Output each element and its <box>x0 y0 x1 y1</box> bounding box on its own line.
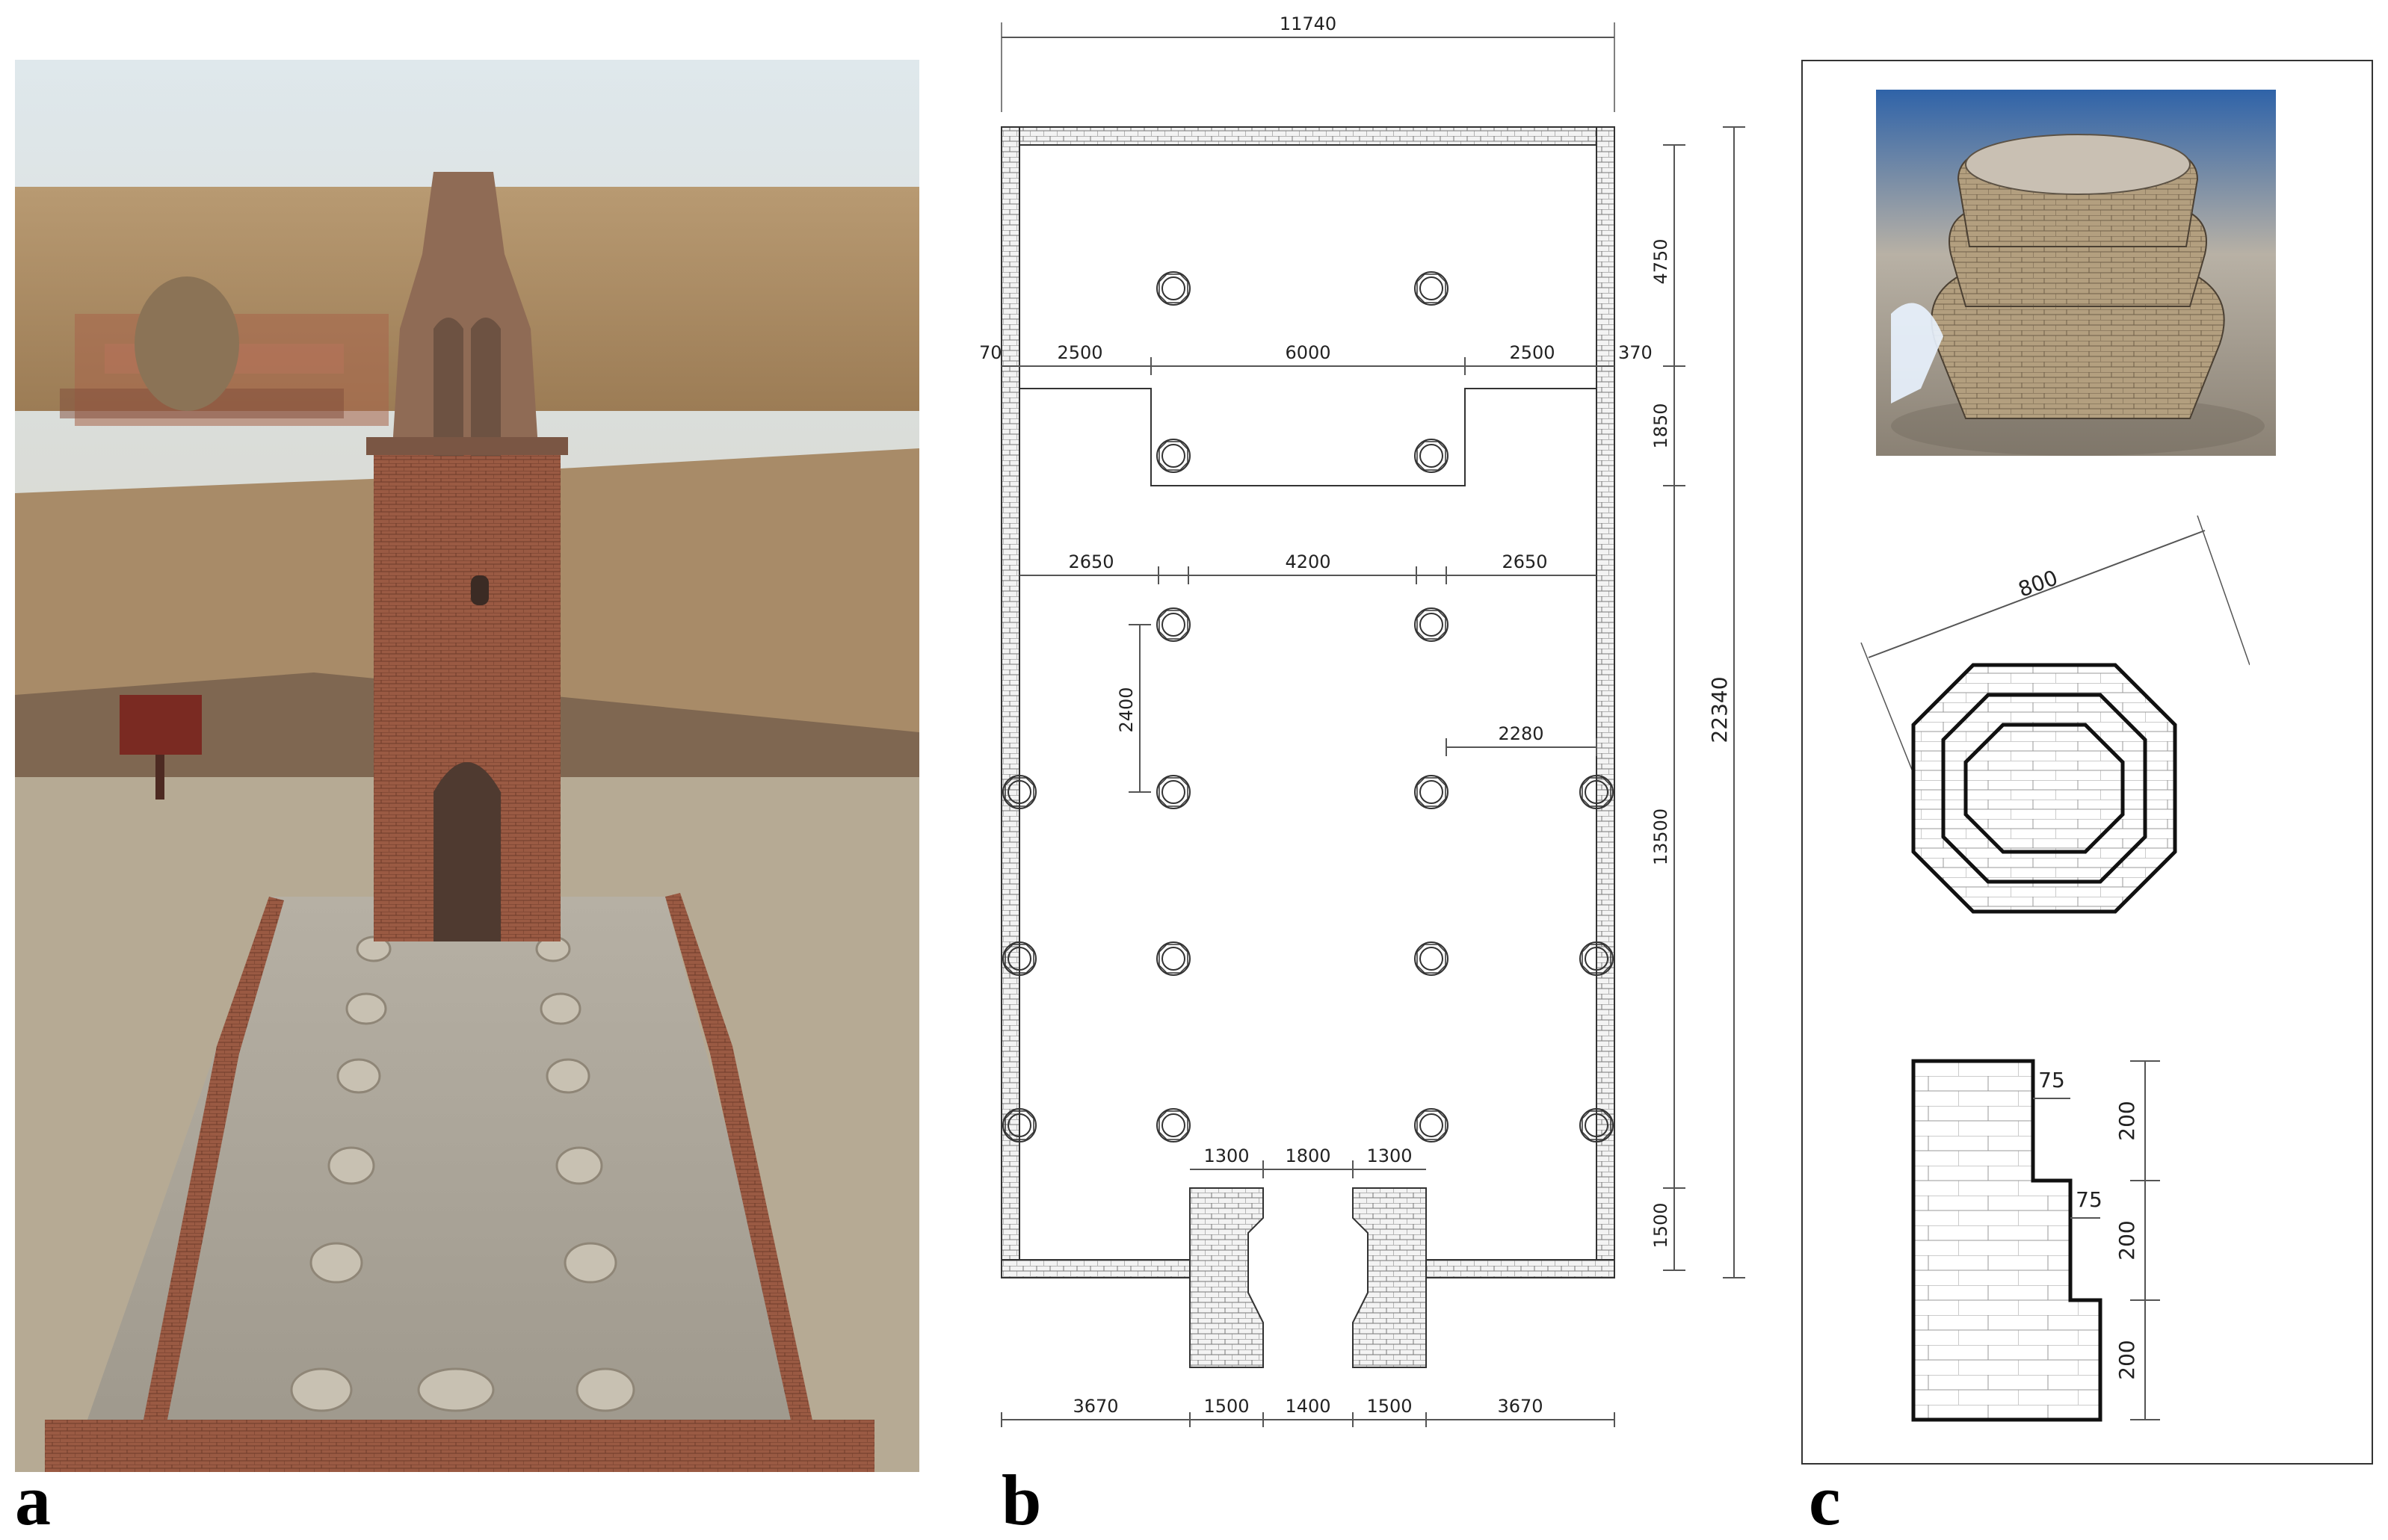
wall-top <box>1001 126 1615 146</box>
label-height-1: 200 <box>2114 1101 2139 1140</box>
wall-right <box>1596 126 1615 1278</box>
label-step-2: 75 <box>2076 1187 2102 1212</box>
label-row2-left: 2650 <box>1068 551 1114 572</box>
wall-bottom-right <box>1425 1259 1615 1278</box>
label-row1-right: 2500 <box>1509 342 1555 363</box>
label-row1-left: 2500 <box>1057 342 1102 363</box>
brick-tower <box>366 172 568 941</box>
entrance-pier-right <box>1352 1187 1427 1368</box>
label-bottom-5: 3670 <box>1497 1396 1543 1417</box>
label-height-3: 200 <box>2114 1340 2139 1379</box>
interior-step-line <box>1019 388 1596 486</box>
wall-left <box>1001 126 1020 1278</box>
dim-door: 1300 1800 1300 <box>1190 1145 1426 1178</box>
site-aerial-photo <box>15 60 919 1472</box>
label-bottom-4: 1500 <box>1366 1396 1412 1417</box>
octagon-dimension: 800 <box>1860 515 2250 793</box>
dim-bay-horizontal: 2280 <box>1446 723 1597 756</box>
floor-plan: 11740 70 2500 <box>949 0 1771 1465</box>
panel-letter-b: b <box>1002 1460 1042 1540</box>
label-row2-right: 2650 <box>1502 551 1547 572</box>
snow-patch <box>1891 303 1943 403</box>
panel-letter-c: c <box>1809 1460 1841 1540</box>
column-bases <box>290 936 635 1412</box>
dim-row1: 70 2500 6000 2500 370 <box>979 342 1653 375</box>
octagon-base-plan: 800 <box>1831 508 2250 986</box>
label-overall-width: 11740 <box>1280 13 1336 34</box>
label-door-left: 1300 <box>1203 1145 1249 1166</box>
label-bay-vertical: 2400 <box>1116 687 1137 732</box>
label-right-seg3: 13500 <box>1650 808 1671 865</box>
panel-letter-a: a <box>15 1460 51 1540</box>
label-step-1: 75 <box>2038 1068 2065 1092</box>
label-bay-horizontal: 2280 <box>1498 723 1543 744</box>
label-bottom-3: 1400 <box>1285 1396 1330 1417</box>
column-base-photo <box>1876 90 2276 456</box>
octagon-inner <box>1963 723 2125 854</box>
label-right-seg4: 1500 <box>1650 1202 1671 1248</box>
label-overall-length: 22340 <box>1707 676 1732 743</box>
stepped-section: 200 200 200 75 75 <box>1898 1046 2272 1450</box>
label-bottom-1: 3670 <box>1073 1396 1118 1417</box>
entrance-pier-left <box>1189 1187 1264 1368</box>
label-wall-right: 370 <box>1618 342 1653 363</box>
stacked-stone-base <box>1891 134 2265 456</box>
detail-panel-frame <box>1801 60 2373 1465</box>
label-row2-mid: 4200 <box>1285 551 1330 572</box>
section-dims: 200 200 200 75 75 <box>2033 1060 2160 1420</box>
dim-overall-width: 11740 <box>1001 13 1615 112</box>
label-door-right: 1300 <box>1366 1145 1412 1166</box>
label-octagon-size: 800 <box>2015 565 2061 602</box>
site-signboard <box>120 695 202 800</box>
wall-bottom-left <box>1001 1259 1191 1278</box>
dim-bottom: 3670 1500 1400 1500 3670 <box>1001 1396 1615 1427</box>
label-bottom-2: 1500 <box>1203 1396 1249 1417</box>
label-door-mid: 1800 <box>1285 1145 1330 1166</box>
label-right-seg2: 1850 <box>1650 403 1671 448</box>
label-right-seg1: 4750 <box>1650 238 1671 284</box>
label-row1-mid: 6000 <box>1285 342 1330 363</box>
label-height-2: 200 <box>2114 1220 2139 1260</box>
label-wall-left: 70 <box>979 342 1002 363</box>
dim-row2: 2650 4200 2650 <box>1019 551 1596 584</box>
section-shape <box>1911 1059 2102 1422</box>
column-grid <box>1002 271 1614 1142</box>
dim-right-side: 4750 1850 13500 1500 22340 <box>1650 126 1745 1278</box>
dim-bay-vertical: 2400 <box>1116 624 1151 793</box>
